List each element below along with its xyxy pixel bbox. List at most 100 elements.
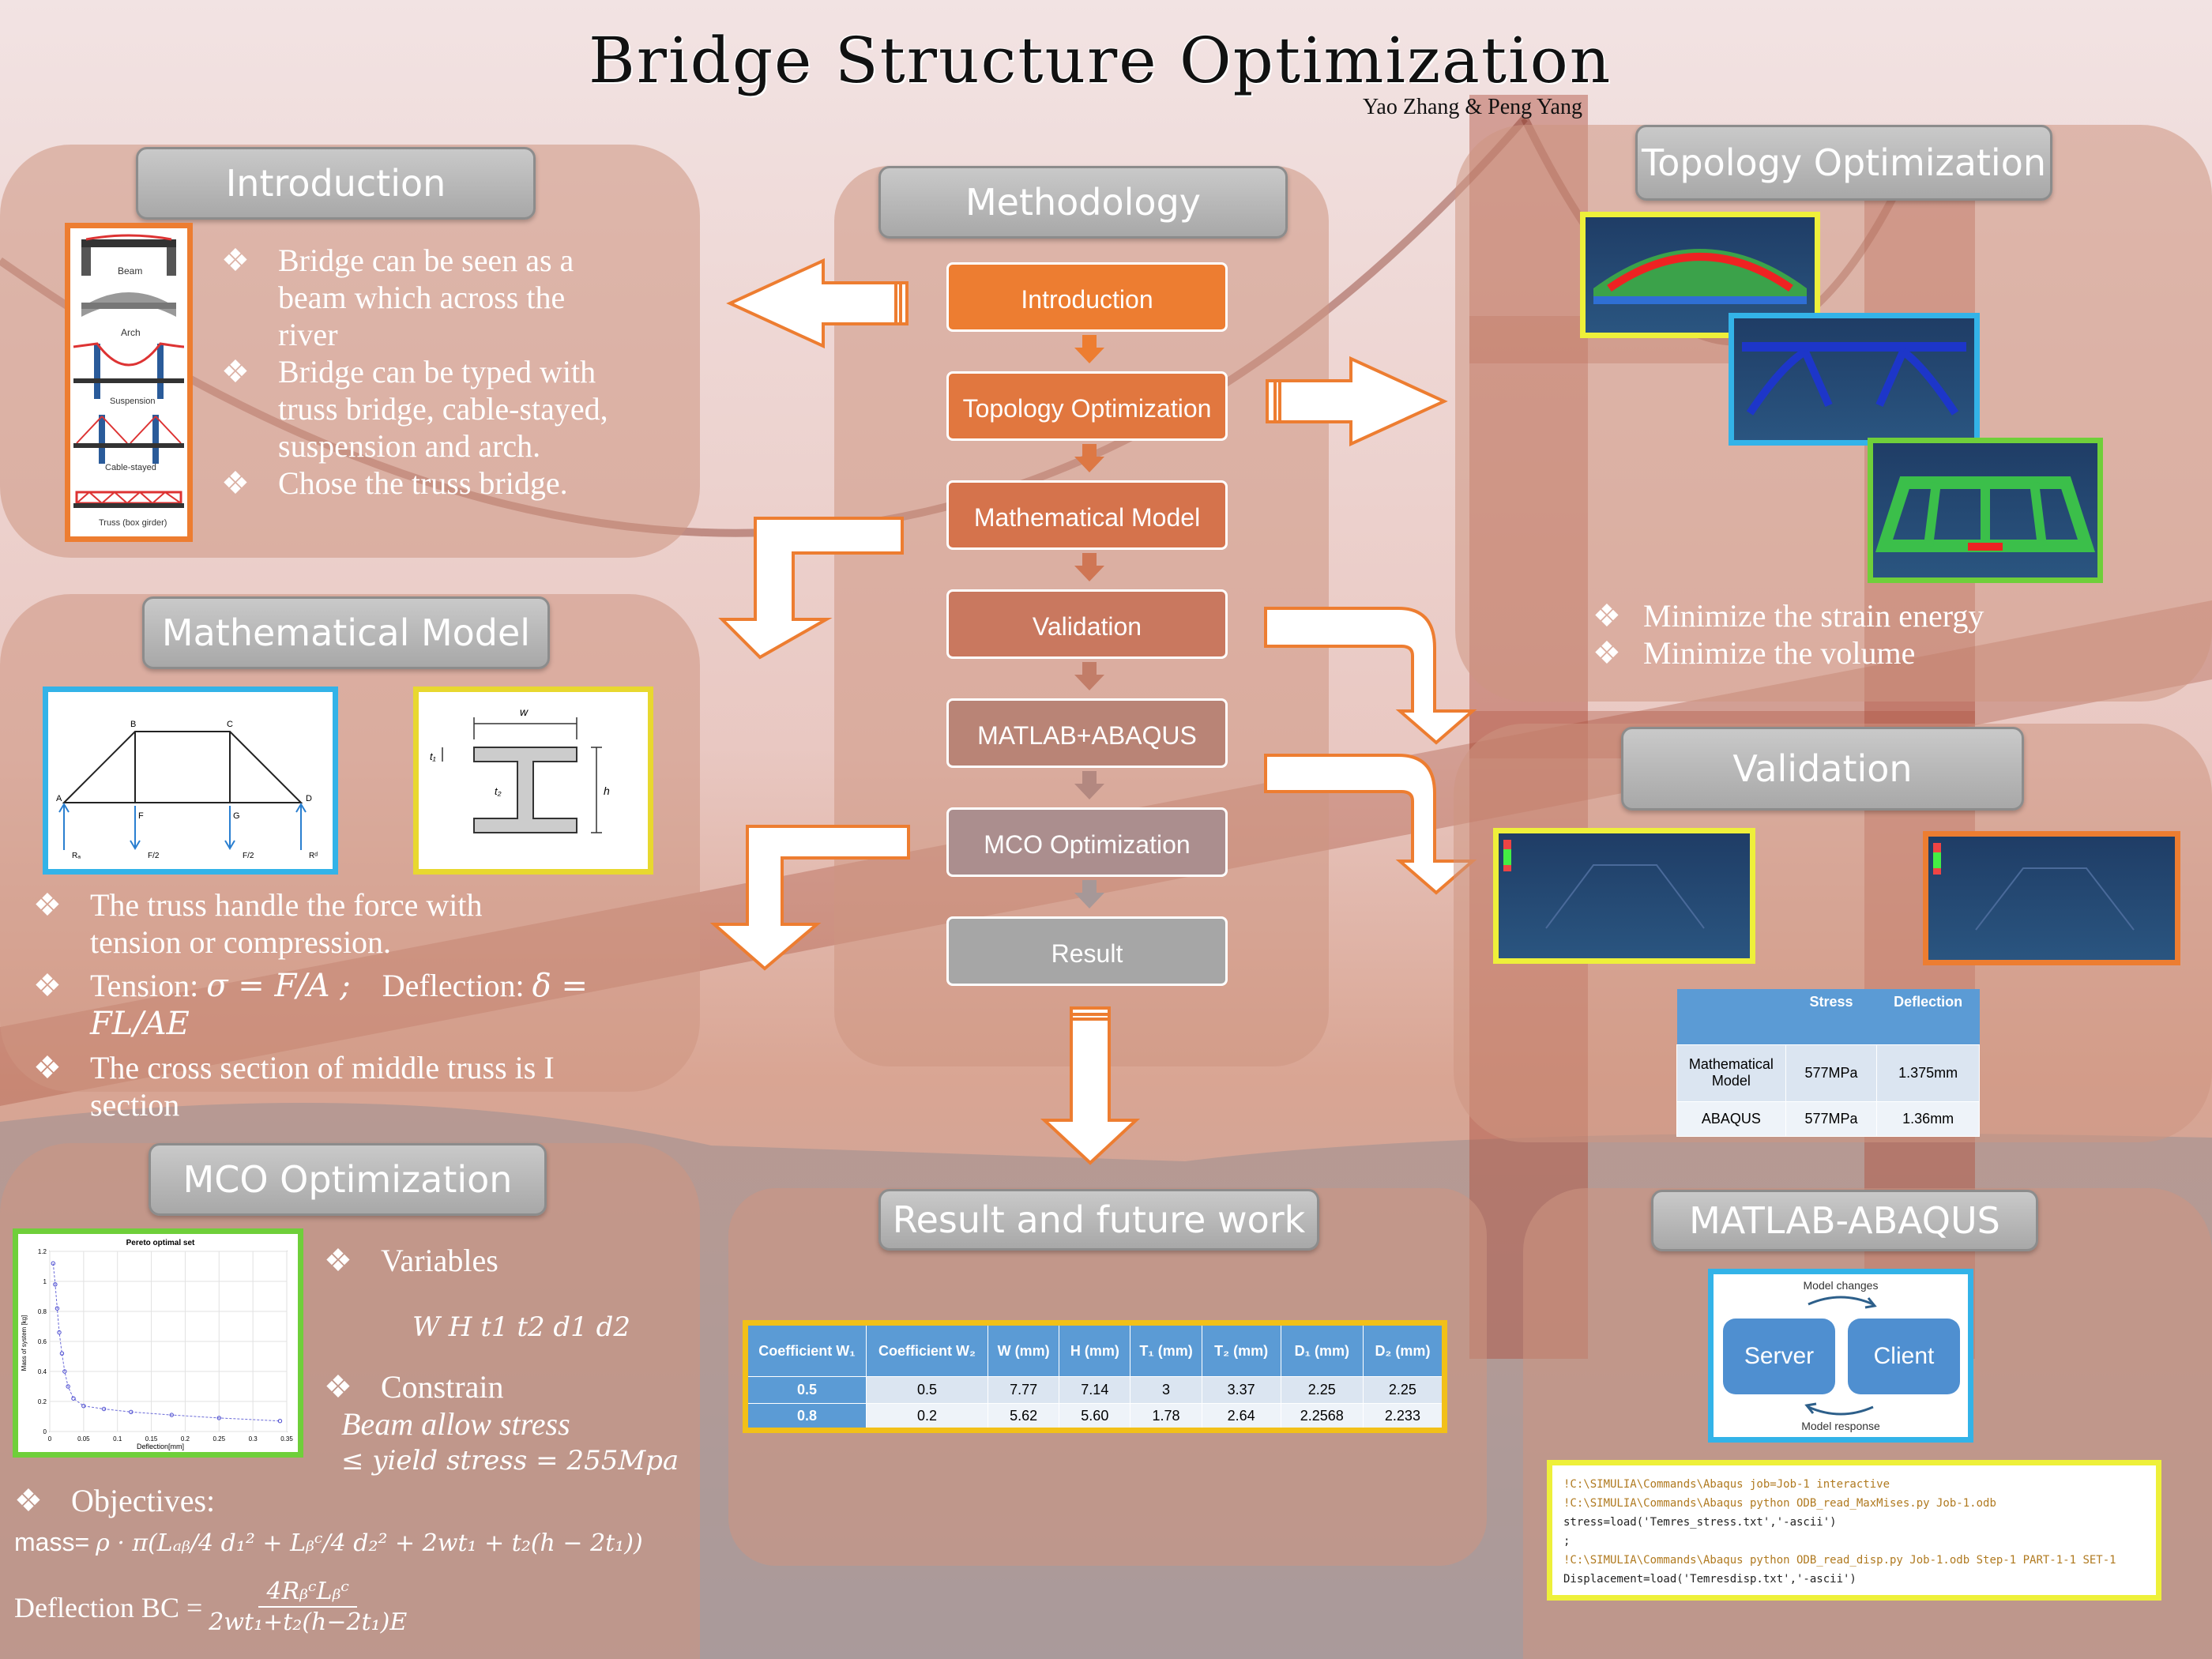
bullet-diamond-icon: ❖ [324,1243,352,1278]
pareto-front-line [52,1263,280,1422]
flow-step-math-model: Mathematical Model [946,480,1228,550]
deflection-equation: δ = FL/AE [90,968,588,1042]
bullet-diamond-icon: ❖ [324,1369,352,1405]
matlab-code-block: !C:\SIMULIA\Commands\Abaqus job=Job-1 in… [1547,1460,2161,1601]
chart-y-tick-label: 0.6 [38,1338,47,1345]
arrow-down-to-result-icon [1040,1006,1141,1165]
math-bullet-3: ❖The cross section of middle truss is I [33,1050,555,1085]
bridge-type-suspension-label: Suspension [110,397,156,406]
pareto-point [57,1330,62,1335]
pareto-point [62,1369,67,1374]
math-model-bullets: ❖The truss handle the force with tension… [33,886,681,1123]
deflection-denominator: 2wt₁+t₂(h−2t₁)E [209,1608,408,1636]
code-line: !C:\SIMULIA\Commands\Abaqus python ODB_r… [1563,1497,1996,1510]
pareto-point [71,1396,76,1401]
pareto-point [81,1404,86,1409]
bullet-diamond-icon: ❖ [33,968,62,1003]
code-line: ; [1563,1535,1571,1548]
math-bullet-2: ❖Tension: σ = F/A ; Deflection: δ = FL/A… [33,968,588,1042]
chart-y-tick-label: 1.2 [38,1248,47,1255]
arrow-left-to-introduction-icon [726,258,908,349]
chart-y-tick-label: 0.8 [38,1308,47,1315]
truss-label-c: C [227,720,233,729]
flow-step-result: Result [946,916,1228,986]
flow-down-arrow-icon [1074,771,1104,799]
code-line: Displacement=load('Temresdisp.txt','-asc… [1563,1573,1856,1586]
chart-x-tick-label: 0.15 [145,1435,158,1443]
pareto-point [277,1419,283,1424]
chart-y-tick-label: 1 [43,1278,47,1285]
constraint-line-1: Beam allow stress [341,1406,570,1442]
pareto-point [51,1261,55,1266]
chart-x-tick-label: 0.35 [280,1435,293,1443]
bridge-type-arch-label: Arch [121,327,141,338]
truss-label-f2-right: F/2 [243,852,254,860]
arrow-right-to-topology-icon [1266,356,1448,447]
pareto-point [66,1384,70,1389]
arrow-to-validation-icon [1264,607,1477,745]
server-box: Server [1723,1319,1835,1394]
bridge-type-cable-stayed-label: Cable-stayed [105,463,156,472]
flow-step-matlab-abaqus: MATLAB+ABAQUS [946,698,1228,768]
section-label-h: h [604,784,610,797]
mco-variables: ❖Variables W H t1 t2 d1 d2 ❖Constrain Be… [324,1242,695,1480]
flow-step-introduction: Introduction [946,262,1228,332]
bullet-diamond-icon: ❖ [1593,635,1621,671]
chart-x-tick-label: 0.3 [249,1435,258,1443]
result-header: Result and future work [878,1189,1319,1251]
bullet-diamond-icon: ❖ [33,1050,62,1085]
truss-label-a: A [56,794,62,803]
introduction-bullets: ❖Bridge can be seen as a beam which acro… [221,242,664,502]
pareto-point [59,1351,65,1356]
math-bullet-1: ❖The truss handle the force with [33,887,483,923]
constraint-line-2: ≤ yield stress = 255Mpa [341,1445,679,1477]
section-label-t1: t₁ [430,750,436,762]
validation-row-label: Mathematical Model [1676,1044,1786,1102]
topology-result-3-image [1868,438,2103,583]
mass-label: mass= [14,1528,90,1556]
deflection-bc-label: Deflection BC = [14,1591,203,1623]
chart-y-tick-label: 0.2 [38,1398,47,1405]
flow-down-arrow-icon [1074,335,1104,363]
bullet-diamond-icon: ❖ [221,243,250,278]
validation-col-deflection: Deflection [1894,994,1963,1010]
methodology-header: Methodology [878,166,1288,239]
chart-ylabel: Mass of system [kg] [21,1315,28,1371]
chart-y-tick-label: 0 [43,1428,47,1435]
flow-down-arrow-icon [1074,553,1104,581]
exchange-arrows-icon [1804,1296,1877,1416]
pareto-point [55,1306,60,1311]
pareto-point [101,1406,107,1412]
arrow-to-matlab-panel-icon [1264,754,1477,895]
bullet-diamond-icon: ❖ [221,465,250,501]
validation-header: Validation [1621,727,2024,811]
truss-label-f2-left: F/2 [148,852,160,860]
topology-header: Topology Optimization [1635,125,2052,201]
mco-header: MCO Optimization [149,1143,547,1216]
pareto-point [129,1409,134,1415]
arrow-to-math-model-icon [718,517,904,660]
chart-x-tick-label: 0.05 [77,1435,90,1443]
chart-title: Pereto optimal set [126,1239,195,1247]
pareto-chart-svg: Pereto optimal set Deflection[mm] Mass o… [18,1234,298,1452]
poster-authors: Yao Zhang & Peng Yang [1363,95,1582,119]
introduction-header: Introduction [136,147,536,220]
truss-diagram-image: B C A D F G Rₐ F/2 F/2 Rᵈ [43,687,338,875]
deflection-numerator: 4RᵦᶜLᵦᶜ [258,1578,358,1608]
chart-xlabel: Deflection[mm] [137,1443,184,1450]
chart-x-tick-label: 0 [48,1435,52,1443]
pareto-point [169,1413,174,1417]
flow-down-arrow-icon [1074,444,1104,472]
bullet-diamond-icon: ❖ [1593,598,1621,634]
intro-bullet-1: ❖Bridge can be seen as a [221,243,574,278]
client-box: Client [1848,1319,1960,1394]
bullet-diamond-icon: ❖ [221,354,250,389]
validation-abaqus-image-2 [1923,831,2180,965]
flow-down-arrow-icon [1074,662,1104,690]
model-changes-label: Model changes [1803,1279,1879,1292]
validation-table: Stress Deflection Mathematical Model 577… [1676,989,1980,1137]
mass-equation: ρ · π(Lₐᵦ/4 d₁² + Lᵦᶜ/4 d₂² + 2wt₁ + t₂(… [96,1529,643,1557]
result-row: 0.8 0.2 5.62 5.60 1.78 2.64 2.2568 2.233 [744,1403,1446,1431]
chart-y-tick-label: 0.4 [38,1368,47,1375]
